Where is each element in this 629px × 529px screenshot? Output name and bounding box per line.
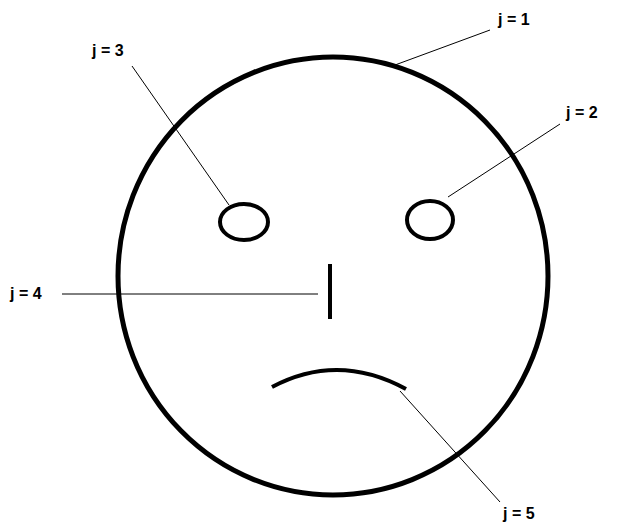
callout-label: j = 5: [503, 505, 535, 523]
callout-label: j = 3: [92, 42, 124, 60]
mouth: [272, 370, 406, 389]
right-eye: [407, 201, 453, 239]
leader-line: [448, 124, 560, 197]
leader-line: [62, 294, 318, 295]
left-eye: [220, 204, 268, 240]
face-outline: [118, 57, 548, 495]
callout-label: j = 1: [498, 11, 530, 29]
leader-line: [132, 66, 229, 205]
callout-label: j = 2: [566, 104, 598, 122]
callout-label: j = 4: [10, 285, 42, 303]
nose: [328, 264, 332, 319]
leader-line: [395, 30, 490, 65]
leader-line: [400, 391, 500, 502]
